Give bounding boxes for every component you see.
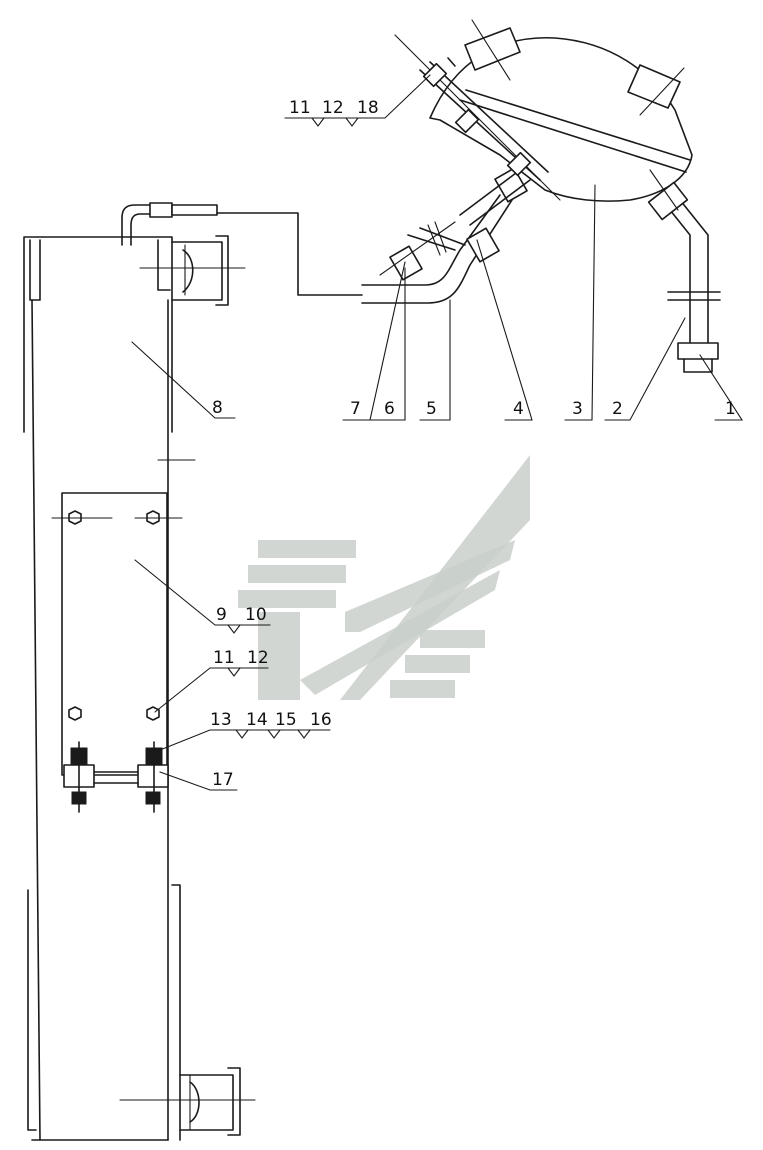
bolt-hole (134, 510, 183, 525)
bolt-hole (68, 706, 82, 721)
label-11: 11 (289, 98, 311, 118)
label-2: 2 (612, 399, 623, 419)
label-6: 6 (384, 399, 395, 419)
watermark-logo (238, 455, 530, 700)
label-4: 4 (513, 399, 524, 419)
label-14: 14 (246, 710, 268, 730)
label-15: 15 (275, 710, 297, 730)
label-9: 9 (216, 605, 227, 625)
label-16: 16 (310, 710, 332, 730)
bolt-hole (51, 510, 113, 525)
label-7: 7 (350, 399, 361, 419)
bolt-hole (146, 706, 160, 721)
leader-lines (131, 74, 744, 791)
frame-bracket (23, 235, 256, 1141)
label-12: 12 (322, 98, 344, 118)
label-11b: 11 (213, 648, 235, 668)
bolt-assembly (63, 741, 169, 813)
label-10: 10 (245, 605, 267, 625)
label-3: 3 (572, 399, 583, 419)
label-8: 8 (212, 398, 223, 418)
label-5: 5 (426, 399, 437, 419)
label-18: 18 (357, 98, 379, 118)
label-12b: 12 (247, 648, 269, 668)
part-labels: 11 12 18 7 6 5 4 3 2 1 8 9 10 11 12 13 1… (210, 98, 736, 790)
outlet-pipe (647, 169, 721, 373)
mounting-plate (51, 492, 183, 776)
tank (394, 19, 693, 202)
stud-nut (422, 62, 532, 177)
hose-line (121, 167, 531, 304)
label-1: 1 (725, 399, 736, 419)
label-17: 17 (212, 770, 234, 790)
label-13: 13 (210, 710, 232, 730)
